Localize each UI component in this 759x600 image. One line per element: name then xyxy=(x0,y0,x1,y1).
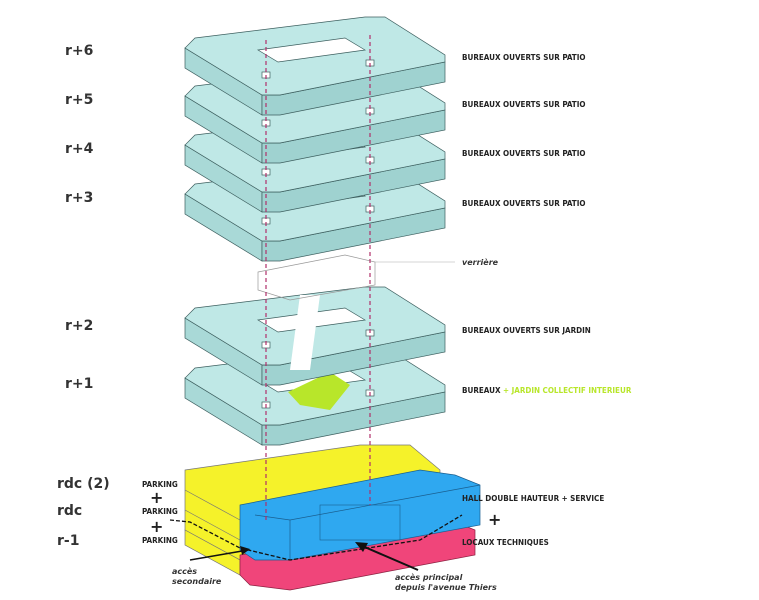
floor-description: BUREAUX OUVERTS SUR PATIO xyxy=(462,100,586,109)
main-access-label: accès principal xyxy=(395,572,463,582)
arrow-secondary xyxy=(189,549,249,561)
floor-description: BUREAUX OUVERTS SUR PATIO xyxy=(462,53,586,62)
level-label: r+1 xyxy=(65,376,93,392)
floor-description: LOCAUX TECHNIQUES xyxy=(462,538,549,547)
plus-sign: + xyxy=(150,517,163,536)
parking-label: PARKING xyxy=(142,507,178,516)
level-label: r+2 xyxy=(65,318,93,334)
floor-description: BUREAUX OUVERTS SUR PATIO xyxy=(462,149,586,158)
level-label: r-1 xyxy=(57,533,79,549)
parking-label: PARKING xyxy=(142,480,178,489)
floor-description: BUREAUX OUVERTS SUR JARDIN xyxy=(462,326,591,335)
hall-block xyxy=(239,469,481,561)
floor-r1 xyxy=(184,346,446,446)
arrow-main xyxy=(359,544,419,571)
garden-area xyxy=(288,372,350,410)
plus-sign: + xyxy=(150,488,163,507)
floor-description: BUREAUX + JARDIN COLLECTIF INTERIEUR xyxy=(462,386,632,395)
level-label: rdc (2) xyxy=(57,476,110,492)
secondary-access-label: accès xyxy=(172,566,197,576)
level-label: r+3 xyxy=(65,190,93,206)
main-access-label: depuis l'avenue Thiers xyxy=(395,583,497,592)
level-label: r+5 xyxy=(65,92,93,108)
floor-description: BUREAUX OUVERTS SUR PATIO xyxy=(462,199,586,208)
level-label: rdc xyxy=(57,503,82,519)
verriere-glass-roof xyxy=(257,254,455,301)
floor-description: HALL DOUBLE HAUTEUR + SERVICE xyxy=(462,494,604,503)
level-label: r+6 xyxy=(65,43,93,59)
level-label: r+4 xyxy=(65,141,94,157)
access-path xyxy=(169,514,463,561)
verriere-label: verrière xyxy=(462,257,499,267)
plus-sign: + xyxy=(488,510,501,529)
secondary-access-label: secondaire xyxy=(172,577,222,586)
parking-label: PARKING xyxy=(142,536,178,545)
floor-r2 xyxy=(184,286,446,386)
